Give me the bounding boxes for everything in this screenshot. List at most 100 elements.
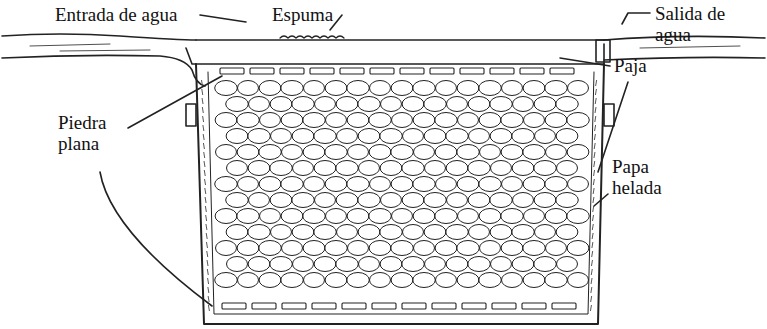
potato (226, 97, 249, 112)
potato (215, 177, 238, 192)
potato (369, 145, 391, 160)
potato (347, 209, 369, 224)
potato (414, 241, 435, 256)
potato (424, 193, 447, 208)
potato (326, 209, 347, 224)
potato (502, 81, 523, 96)
potato (512, 129, 535, 144)
straw-stroke (593, 197, 594, 203)
potato (501, 241, 523, 256)
straw-stroke (202, 107, 203, 113)
potato (238, 81, 259, 96)
flat-stone (430, 68, 454, 74)
potato (248, 129, 271, 144)
flat-stone (520, 68, 544, 74)
potato (270, 161, 293, 176)
potato (457, 241, 480, 256)
trough (186, 44, 604, 64)
straw-stroke (593, 179, 594, 185)
potato (413, 177, 436, 192)
potato (391, 273, 413, 288)
potato (424, 97, 447, 112)
potato (237, 209, 260, 224)
potato (413, 81, 436, 96)
potato (380, 129, 403, 144)
potato (435, 145, 457, 160)
part-label: Paja (614, 55, 647, 76)
potato (249, 97, 270, 112)
potato (314, 129, 337, 144)
potato (501, 145, 523, 160)
potato (259, 145, 282, 160)
potato (446, 257, 468, 272)
potato (457, 81, 479, 96)
potato (556, 129, 578, 144)
part-label: Espuma (272, 4, 333, 25)
straw-stroke (591, 260, 592, 266)
straw-stroke (591, 269, 592, 275)
potato (545, 113, 567, 128)
potato (336, 193, 358, 208)
potato (512, 225, 535, 240)
potato (556, 193, 579, 208)
potato (447, 97, 468, 112)
potato (270, 97, 292, 112)
straw-stroke (595, 89, 596, 95)
flat-stone (400, 68, 424, 74)
potato (402, 193, 424, 208)
potato (490, 225, 512, 240)
potato (380, 257, 402, 272)
potato (501, 113, 524, 128)
potato (392, 209, 413, 224)
straw-stroke (595, 107, 596, 113)
part-label: Salida de agua (655, 3, 755, 45)
potato (370, 273, 391, 288)
potato (446, 161, 468, 176)
leader-line (100, 172, 212, 306)
inlet-channel (2, 55, 205, 86)
potato (380, 161, 402, 176)
straw-stroke (591, 296, 592, 302)
potato (480, 145, 501, 160)
potato (391, 81, 413, 96)
potato (348, 145, 369, 160)
straw-stroke (208, 305, 209, 311)
flat-stone (402, 303, 426, 309)
potato (436, 81, 457, 96)
outlet-stone (596, 40, 610, 62)
potato (403, 129, 424, 144)
water-surface (196, 39, 604, 41)
potato (568, 177, 589, 192)
straw-stroke (594, 143, 595, 149)
straw-stroke (594, 161, 595, 167)
potato (216, 145, 237, 160)
potato (326, 113, 347, 128)
potato (281, 113, 303, 128)
potato (282, 145, 303, 160)
potato (435, 209, 458, 224)
leader-line (200, 15, 246, 22)
flat-stone (250, 68, 274, 74)
potato (424, 225, 446, 240)
leader-line (128, 76, 222, 128)
potato (337, 225, 358, 240)
potato (314, 225, 337, 240)
straw-stroke (592, 251, 593, 257)
potato (534, 161, 557, 176)
potato (292, 97, 315, 112)
straw-stroke (592, 224, 593, 230)
straw-stroke (207, 269, 208, 275)
potato (370, 177, 391, 192)
potato (403, 225, 424, 240)
straw-stroke (202, 89, 203, 95)
straw-stroke (205, 206, 206, 212)
potato (304, 273, 325, 288)
potato (281, 81, 304, 96)
channel-top (2, 34, 196, 40)
potato (535, 129, 556, 144)
potato (568, 273, 589, 288)
potato (501, 209, 524, 224)
foam (280, 36, 344, 38)
potato (227, 257, 248, 272)
potato (325, 273, 347, 288)
